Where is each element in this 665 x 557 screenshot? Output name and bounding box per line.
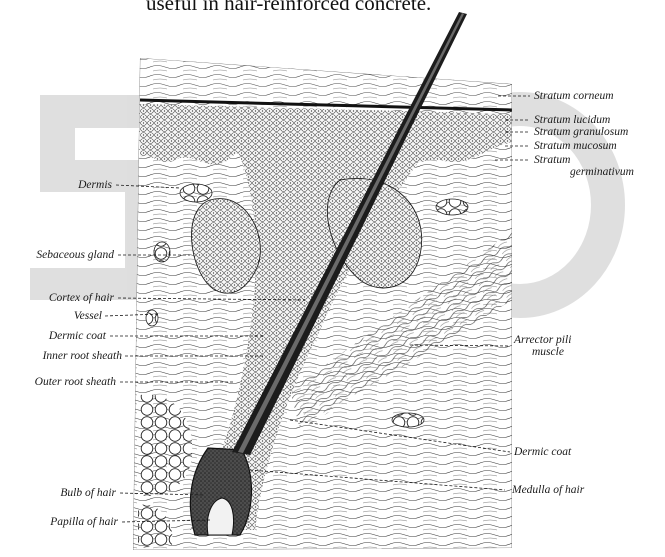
- label-stratum-granulosum: Stratum granulosum: [534, 126, 628, 138]
- label-arrector-pili: Arrector pili: [514, 334, 571, 346]
- label-vessel: Vessel: [30, 310, 102, 322]
- label-papilla-of-hair: Papilla of hair: [8, 516, 118, 528]
- label-germinativum: germinativum: [570, 166, 634, 178]
- label-medulla-of-hair: Medulla of hair: [512, 484, 584, 496]
- label-stratum: Stratum: [534, 154, 570, 166]
- label-stratum-mucosum: Stratum mucosum: [534, 140, 617, 152]
- label-cortex-of-hair: Cortex of hair: [10, 292, 114, 304]
- label-bulb-of-hair: Bulb of hair: [20, 487, 116, 499]
- label-dermic-coat-left: Dermic coat: [10, 330, 106, 342]
- label-stratum-corneum: Stratum corneum: [534, 90, 614, 102]
- label-dermis: Dermis: [40, 179, 112, 191]
- label-inner-root-sheath: Inner root sheath: [8, 350, 122, 362]
- vessel: [180, 184, 212, 202]
- label-muscle: muscle: [532, 346, 564, 358]
- label-dermic-coat-right: Dermic coat: [514, 446, 571, 458]
- stratum-corneum: [120, 50, 530, 102]
- label-sebaceous-gland: Sebaceous gland: [8, 249, 114, 261]
- label-outer-root-sheath: Outer root sheath: [8, 376, 116, 388]
- label-stratum-lucidum: Stratum lucidum: [534, 114, 610, 126]
